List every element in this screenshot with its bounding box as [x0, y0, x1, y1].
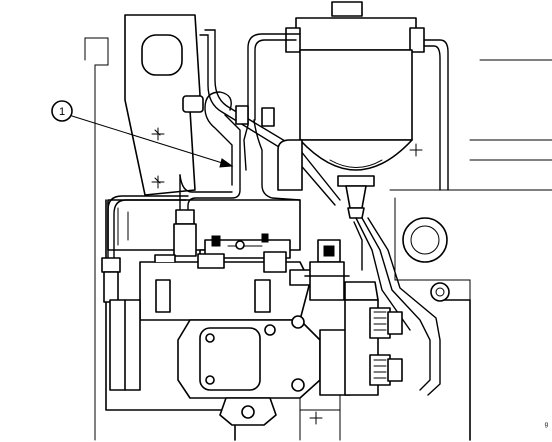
- callout-circle: [51, 100, 73, 122]
- filter-bleed-screw: [331, 1, 363, 17]
- fitting-nut-e: [101, 257, 121, 273]
- callout-number: 1: [59, 106, 65, 118]
- fitting-nut-d: [175, 209, 195, 225]
- fuel-lines: [107, 29, 449, 396]
- engine-boss-circle: [402, 217, 448, 263]
- pump-bolt-a: [291, 315, 305, 329]
- callout-1: 1: [51, 100, 234, 168]
- fuel-filter-assembly: [285, 1, 425, 219]
- lifting-eye: [141, 34, 183, 76]
- filter-canister: [299, 49, 413, 141]
- filter-head: [295, 17, 417, 51]
- fitting-nut-a: [182, 95, 204, 113]
- pump-cover-plate: [199, 327, 261, 391]
- stop-solenoid: [304, 239, 350, 301]
- fitting-banjo: [173, 223, 197, 257]
- callout-arrowhead: [219, 158, 234, 168]
- pump-bolt-b: [291, 378, 305, 392]
- fitting-nut-b: [235, 105, 249, 125]
- filter-drain-plug: [337, 175, 375, 187]
- center-marks: [277, 139, 423, 425]
- figure-code: g: [545, 422, 548, 428]
- mount-bolt-right: [430, 282, 450, 302]
- callout-leader-line: [71, 115, 233, 167]
- line-fittings: [101, 95, 275, 303]
- throttle-linkage: [197, 233, 291, 273]
- fitting-nut-c: [261, 107, 275, 127]
- high-pressure-outlets: [344, 281, 403, 396]
